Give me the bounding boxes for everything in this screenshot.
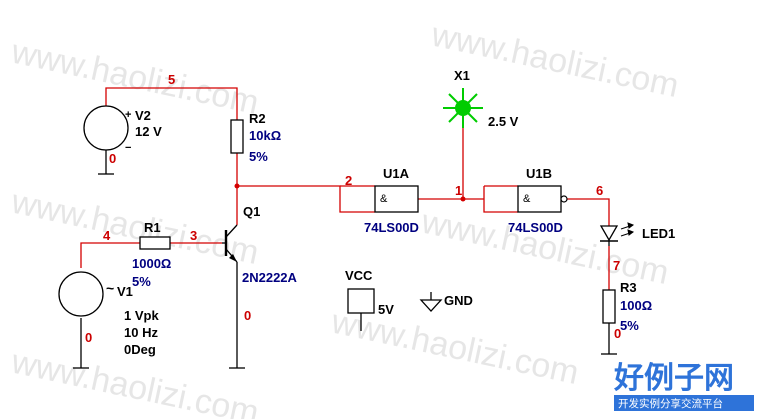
u1a-symbol: &: [380, 193, 388, 205]
u1b-name: U1B: [526, 166, 552, 181]
gnd-name: GND: [444, 293, 473, 308]
watermark-text-2: www.haolizi.com: [427, 15, 682, 105]
logo-main-text: 好例子网: [613, 361, 734, 396]
gate-u1a[interactable]: & U1A 74LS00D: [364, 166, 419, 235]
net-label-7: 7: [613, 258, 620, 273]
vcc-name: VCC: [345, 268, 373, 283]
r2-name: R2: [249, 111, 266, 126]
probe-x1[interactable]: X1 2.5 V: [443, 68, 519, 129]
net-label-4: 4: [103, 228, 111, 243]
r1-value: 1000Ω: [132, 256, 171, 271]
r3-name: R3: [620, 280, 637, 295]
v1-name: V1: [117, 284, 133, 299]
led1-name: LED1: [642, 226, 675, 241]
u1a-body: [374, 185, 419, 213]
net-label-0-r3: 0: [614, 326, 621, 341]
u1b-output-bubble: [560, 195, 568, 203]
led1-emission: [620, 222, 635, 237]
r3-body: [602, 289, 616, 324]
component-leads: [73, 150, 617, 369]
junctions: [234, 183, 466, 202]
r1-name: R1: [144, 220, 161, 235]
watermark: www.haolizi.com www.haolizi.com www.haol…: [7, 15, 682, 419]
q1-collector-lead: [225, 224, 238, 238]
v2-body: [83, 105, 129, 151]
u1a-name: U1A: [383, 166, 410, 181]
v2-plus-sign: +: [125, 109, 131, 121]
net-label-2: 2: [345, 173, 352, 188]
wire-net-6: [567, 198, 610, 226]
source-v2[interactable]: + − V2 12 V: [83, 105, 162, 154]
resistor-r1[interactable]: R1 1000Ω 5%: [132, 220, 171, 289]
net-label-1: 1: [455, 183, 462, 198]
x1-name: X1: [454, 68, 470, 83]
r3-value: 100Ω: [620, 298, 652, 313]
q1-emitter-arrow: [229, 254, 237, 262]
r2-value: 10kΩ: [249, 128, 281, 143]
q1-name: Q1: [243, 204, 260, 219]
resistor-r2[interactable]: R2 10kΩ 5%: [230, 111, 281, 164]
q1-model: 2N2222A: [242, 270, 298, 285]
gnd-icon: [419, 299, 443, 312]
led1-triangle: [599, 225, 619, 242]
wire-u1b-in-a: [483, 186, 518, 213]
v2-value: 12 V: [135, 124, 162, 139]
v1-phase: 0Deg: [124, 342, 156, 357]
watermark-text-6: www.haolizi.com: [327, 302, 582, 392]
wire-net-2-a: [237, 185, 375, 213]
r2-tolerance: 5%: [249, 149, 268, 164]
vcc-box: [347, 288, 375, 314]
gate-u1b[interactable]: & U1B 74LS00D: [508, 166, 568, 235]
r1-tolerance: 5%: [132, 274, 151, 289]
r1-body: [139, 236, 171, 250]
transistor-q1[interactable]: Q1 2N2222A: [222, 204, 298, 285]
x1-lamp: [455, 100, 471, 116]
u1b-symbol: &: [523, 193, 531, 205]
vcc-value: 5V: [378, 302, 394, 317]
net-label-0-v1: 0: [85, 330, 92, 345]
led-led1[interactable]: LED1: [599, 222, 675, 246]
resistor-r3[interactable]: R3 100Ω 5%: [602, 280, 652, 333]
junction-net-2: [234, 183, 240, 189]
v2-name: V2: [135, 108, 151, 123]
watermark-text-4: www.haolizi.com: [417, 202, 672, 292]
net-label-0-v2: 0: [109, 151, 116, 166]
u1b-model: 74LS00D: [508, 220, 563, 235]
wire-net-5: [105, 87, 238, 120]
v1-amplitude: 1 Vpk: [124, 308, 159, 323]
v1-body: [58, 271, 104, 317]
power-vcc[interactable]: VCC 5V: [345, 268, 394, 331]
site-logo: 好例子网 开发实例分享交流平台: [613, 361, 754, 411]
net-label-6: 6: [596, 183, 603, 198]
power-gnd[interactable]: GND: [419, 292, 473, 312]
net-labels: 5 2 1 6 4 3 7 0 0 0 0: [85, 72, 621, 345]
u1b-body: [517, 185, 562, 213]
u1a-model: 74LS00D: [364, 220, 419, 235]
junction-net-1: [460, 196, 466, 202]
wire-net-4: [80, 242, 140, 268]
r2-body: [230, 119, 244, 154]
source-v1[interactable]: ~ V1 1 Vpk 10 Hz 0Deg: [58, 271, 159, 357]
net-label-5: 5: [168, 72, 175, 87]
net-label-0-q1: 0: [244, 308, 251, 323]
v1-frequency: 10 Hz: [124, 325, 158, 340]
logo-sub-bar: [614, 395, 754, 411]
net-label-3: 3: [190, 228, 197, 243]
v1-tilde: ~: [106, 280, 114, 296]
x1-value: 2.5 V: [488, 114, 519, 129]
wires: [80, 87, 610, 290]
logo-sub-text: 开发实例分享交流平台: [618, 397, 723, 410]
v2-minus-sign: −: [125, 142, 131, 154]
r3-tolerance: 5%: [620, 318, 639, 333]
